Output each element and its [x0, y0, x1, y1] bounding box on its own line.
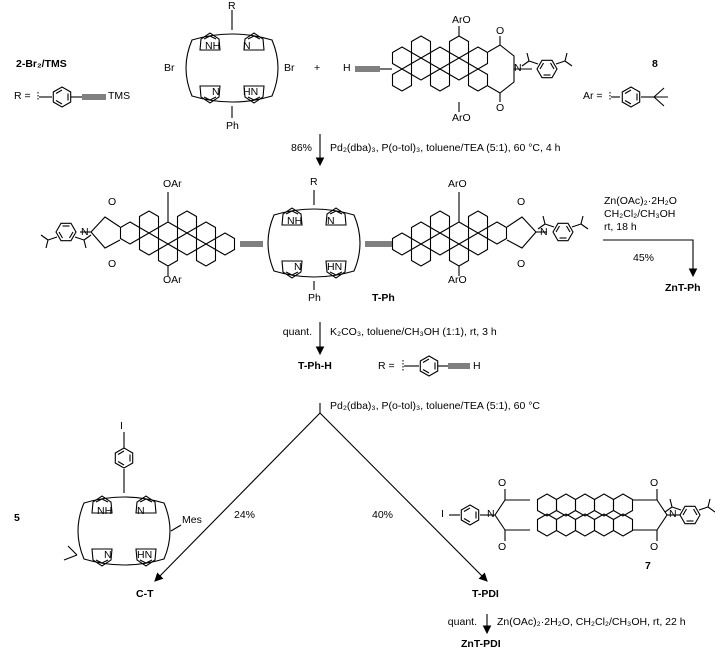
- label-compound-tphh: T-Ph-H: [298, 360, 332, 372]
- row1-porphyrin-dibromide: [186, 10, 278, 118]
- zn-conditions-line3: rt, 18 h: [604, 221, 637, 233]
- label-h-terminal: H: [473, 360, 481, 372]
- label-ar-eq: Ar =: [583, 90, 603, 102]
- step3-conditions: Pd₂(dba)₃, P(o-tol)₃, toluene/TEA (5:1),…: [330, 400, 540, 412]
- label-compound-tph: T-Ph: [372, 292, 395, 304]
- label-compound-zntph: ZnT-Ph: [665, 282, 701, 294]
- label-n-top: N: [243, 40, 251, 52]
- label-h-alkyne: H: [343, 62, 351, 74]
- label-compound-5: 5: [14, 512, 20, 524]
- label-br-right: Br: [284, 62, 295, 74]
- zn-conditions-line2: CH₂Cl₂/CH₃OH: [604, 208, 676, 220]
- label-n-right-imide: N: [540, 226, 548, 238]
- label-n-5-bottom: N: [104, 549, 112, 561]
- label-i-7: I: [441, 508, 444, 520]
- label-plus: +: [314, 62, 321, 74]
- row2-t-ph: [41, 190, 588, 290]
- label-o-7-bl: O: [498, 541, 507, 553]
- label-hn-tph: HN: [327, 261, 343, 273]
- label-nh-5: NH: [97, 505, 113, 517]
- label-br-left: Br: [164, 62, 175, 74]
- label-n-bottom: N: [212, 86, 220, 98]
- label-o-7-tr: O: [650, 477, 659, 489]
- label-n-left-imide: N: [81, 226, 89, 238]
- label-hn-bottom: HN: [243, 86, 259, 98]
- row1-r-group-tms: [37, 86, 106, 108]
- label-compound-7: 7: [645, 560, 651, 572]
- label-o-7-tl: O: [498, 477, 507, 489]
- label-compound-2: 2-Br₂/TMS: [16, 58, 67, 70]
- step2-conditions: K₂CO₃, toluene/CH₃OH (1:1), rt, 3 h: [330, 326, 497, 338]
- label-ph-tph: Ph: [308, 292, 321, 304]
- label-ph-1: Ph: [226, 120, 239, 132]
- step4-conditions: Zn(OAc)₂·2H₂O, CH₂Cl₂/CH₃OH, rt, 22 h: [497, 616, 686, 628]
- label-compound-tpdi: T-PDI: [472, 588, 499, 600]
- row1-pmi-alkyne: [355, 26, 572, 112]
- label-n-7-left: N: [487, 508, 495, 520]
- label-oar-top-left: OAr: [163, 178, 182, 190]
- label-compound-zntpdi: ZnT-PDI: [461, 638, 501, 650]
- label-o-bottom-left: O: [108, 258, 117, 270]
- zn-conditions-line1: Zn(OAc)₂·2H₂O: [604, 195, 677, 207]
- label-i-5: I: [120, 420, 123, 432]
- label-oar-bottom-left: OAr: [163, 274, 182, 286]
- label-n-tph-top: N: [327, 215, 335, 227]
- label-nh-tph: NH: [287, 215, 303, 227]
- label-r-eq-1: R =: [14, 90, 31, 102]
- label-o-7-br: O: [650, 541, 659, 553]
- label-aro-top-1: ArO: [452, 14, 471, 26]
- label-o-bottom-right: O: [517, 258, 526, 270]
- step3-left-yield: 24%: [234, 509, 256, 521]
- label-aro-bottom-1: ArO: [452, 112, 471, 124]
- arrow-zn-metalation: [603, 239, 698, 278]
- step1-yield: 86%: [290, 142, 312, 154]
- row1-ar-group: [609, 86, 668, 108]
- zn-yield: 45%: [633, 252, 655, 264]
- label-o-top-1: O: [496, 25, 505, 37]
- label-n-tph-bottom: N: [294, 261, 302, 273]
- label-nh-top: NH: [205, 40, 221, 52]
- label-r-top: R: [228, 0, 236, 12]
- label-tms: TMS: [108, 90, 131, 102]
- label-n-imide-1: N: [514, 62, 522, 74]
- label-compound-ct: C-T: [136, 588, 154, 600]
- row4-chlorin-5: [63, 432, 182, 566]
- label-aro-top-right: ArO: [448, 178, 467, 190]
- label-o-top-right: O: [517, 196, 526, 208]
- label-o-bottom-1: O: [496, 102, 505, 114]
- step3-right-yield: 40%: [372, 509, 394, 521]
- step2-yield: quant.: [282, 326, 312, 338]
- step1-conditions: Pd₂(dba)₃, P(o-tol)₃, toluene/TEA (5:1),…: [330, 142, 561, 154]
- label-r-eq-2: R =: [378, 360, 395, 372]
- label-aro-bottom-right: ArO: [448, 274, 467, 286]
- label-hn-5: HN: [137, 549, 153, 561]
- label-n-5-top: N: [137, 505, 145, 517]
- label-n-7-right: N: [669, 508, 677, 520]
- label-compound-8: 8: [652, 58, 658, 70]
- arrow-to-ct: [154, 412, 321, 582]
- arrow-to-tpdi: [319, 412, 488, 582]
- row3-r-group-ethynyl: [402, 355, 470, 377]
- label-r-tph: R: [310, 176, 318, 188]
- label-mes: Mes: [182, 514, 202, 526]
- step4-yield: quant.: [447, 616, 477, 628]
- label-o-top-left: O: [108, 196, 117, 208]
- row4-pdi-7: [449, 489, 715, 541]
